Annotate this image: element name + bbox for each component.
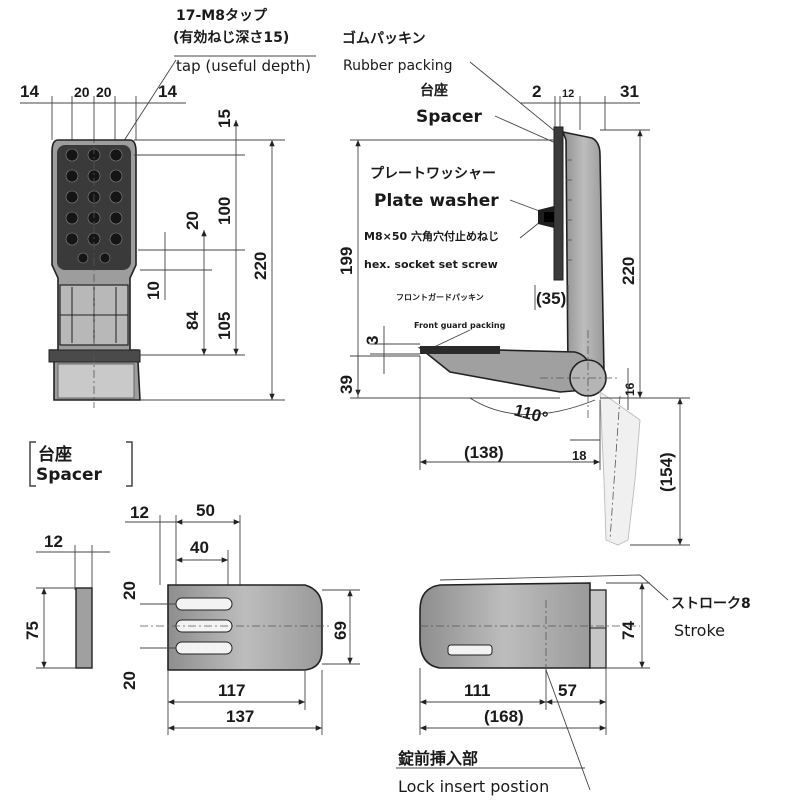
bottom-right-view: ストローク8 Stroke 74 111 57 (168) 錠前挿入部 Lock… <box>396 574 751 796</box>
rubber-label-en: Rubber packing <box>343 58 452 74</box>
washer-label-ja: プレートワッシャー <box>370 166 496 182</box>
dim-br-111: 111 <box>464 681 491 700</box>
dim-bl-40: 40 <box>190 538 209 557</box>
hinge-block <box>589 589 607 669</box>
dim-spacer-75: 75 <box>23 621 42 640</box>
dim-side-154: (154) <box>657 452 676 492</box>
handle-side-body <box>561 130 605 373</box>
dim-bl-20b: 20 <box>120 671 139 690</box>
scale-ticks <box>566 159 572 261</box>
slot-top <box>175 597 233 611</box>
tap-leader <box>117 59 177 151</box>
dim-front-20b: 20 <box>96 84 112 100</box>
dim-br-74: 74 <box>619 621 638 640</box>
lever-arm <box>417 347 591 393</box>
dim-side-31: 31 <box>620 82 639 101</box>
spacer-label-ja: 台座 <box>420 82 448 99</box>
spacer-shape <box>75 587 93 669</box>
dim-bl-137: 137 <box>226 707 254 726</box>
spacer-section: 台座 Spacer 12 75 <box>23 441 133 669</box>
dim-side-220: 220 <box>619 257 638 285</box>
bottom-band <box>48 349 141 363</box>
dim-front-20: 20 <box>183 211 202 230</box>
dim-side-138: (138) <box>464 443 504 462</box>
lock-label-ja: 錠前挿入部 <box>398 749 478 768</box>
spacer-title-ja: 台座 <box>38 444 72 465</box>
lock-label-en: Lock insert postion <box>398 777 549 796</box>
dim-front-84: 84 <box>183 311 202 330</box>
dim-side-35: (35) <box>536 289 566 308</box>
dim-front-15: 15 <box>215 109 234 128</box>
dim-br-168: (168) <box>484 707 524 726</box>
side-view: ゴムパッキン Rubber packing 台座 Spacer プレートワッシャ… <box>337 30 690 546</box>
stroke-label-en: Stroke <box>674 621 725 640</box>
front-right-dims: 15 100 220 20 10 84 105 <box>134 109 285 401</box>
dim-bl-69: 69 <box>331 621 350 640</box>
handle-top-body <box>419 582 591 669</box>
dim-side-199: 199 <box>337 247 356 275</box>
angle-arc <box>469 397 596 415</box>
rubber-packing <box>553 126 564 281</box>
rubber-label-ja: ゴムパッキン <box>342 30 426 47</box>
front-top-dims: 14 20 20 14 <box>20 82 186 140</box>
dim-front-14a: 14 <box>20 82 39 101</box>
dim-front-20a: 20 <box>74 84 90 100</box>
dim-side-3: 3 <box>363 336 382 345</box>
lock-insert-slot <box>447 644 493 656</box>
stroke-label-ja: ストローク8 <box>671 596 751 612</box>
bottom-left-view: 12 50 40 20 20 69 117 137 <box>120 501 360 735</box>
spacer-title-en: Spacer <box>36 465 102 485</box>
front-guard-label-en: Front guard packing <box>414 321 506 330</box>
front-guard-packing <box>420 346 500 354</box>
dim-side-12: 12 <box>562 88 574 100</box>
tap-label-en: tap (useful depth) <box>176 57 311 75</box>
lever-open-ghost <box>599 391 641 546</box>
dim-front-100: 100 <box>215 197 234 225</box>
washer-label-en: Plate washer <box>374 191 499 211</box>
dim-front-105: 105 <box>215 312 234 340</box>
dim-front-14b: 14 <box>158 82 177 101</box>
dim-side-16: 16 <box>623 382 637 396</box>
dim-spacer-12: 12 <box>44 532 63 551</box>
dim-side-110: 110° <box>512 401 550 428</box>
tap-depth-ja: (有効ねじ深さ15) <box>173 29 289 46</box>
front-guard-label-ja: フロントガードパッキン <box>396 292 484 302</box>
screw-label-ja: M8×50 六角穴付止めねじ <box>364 229 499 243</box>
dim-front-220: 220 <box>251 252 270 280</box>
screw-label-en: hex. socket set screw <box>364 258 498 271</box>
dim-br-57: 57 <box>558 681 577 700</box>
front-view: 17-M8タップ (有効ねじ深さ15) tap (useful depth) 1… <box>20 8 316 408</box>
slot-bottom <box>175 641 233 655</box>
spacer-label-en: Spacer <box>416 107 482 127</box>
dim-bl-50: 50 <box>196 501 215 520</box>
dim-side-39: 39 <box>337 375 356 394</box>
dim-bl-20a: 20 <box>120 581 139 600</box>
tap-label-ja: 17-M8タップ <box>176 8 268 24</box>
dim-side-2: 2 <box>532 82 541 101</box>
dim-bl-12: 12 <box>130 503 149 522</box>
dim-side-18: 18 <box>572 448 586 463</box>
dim-bl-117: 117 <box>218 681 245 700</box>
dim-front-10: 10 <box>144 281 163 300</box>
